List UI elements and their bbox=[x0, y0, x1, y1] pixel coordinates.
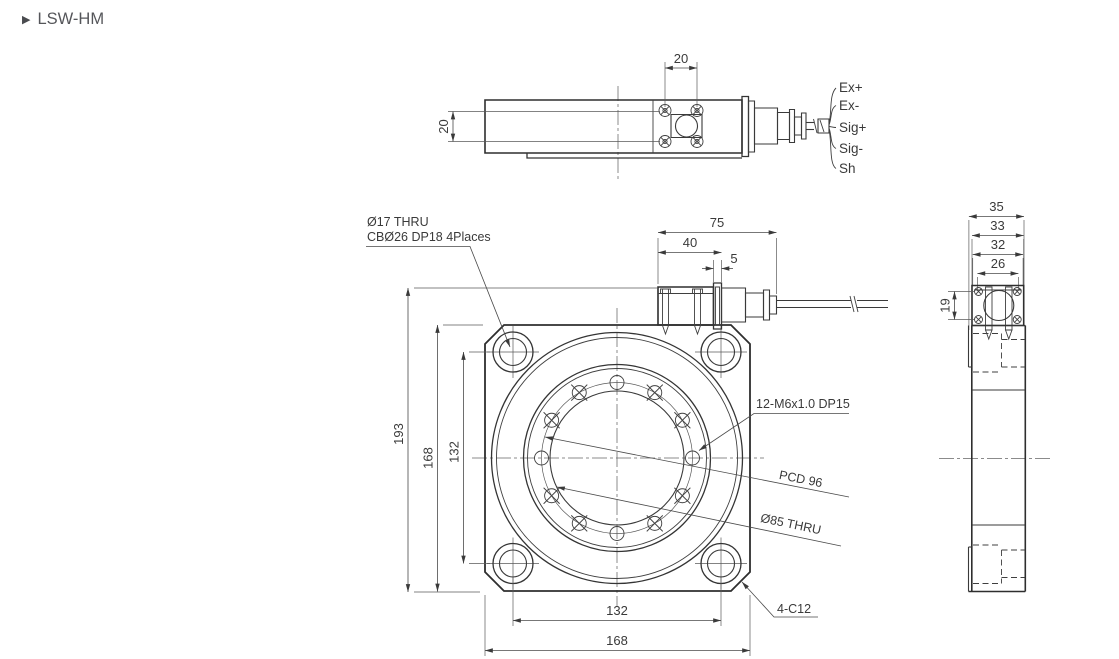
annotation-tapped-holes: 12-M6x1.0 DP15 bbox=[756, 397, 850, 411]
top-view-dimensions: 20 20 bbox=[436, 51, 697, 142]
annotation-corner-hole-2: CBØ26 DP18 4Places bbox=[367, 230, 491, 244]
front-plate bbox=[485, 325, 750, 591]
annotation-bore: Ø85 THRU bbox=[759, 511, 822, 537]
wire-fan: Ex+ Ex- Sig+ Sig- Sh bbox=[829, 80, 867, 176]
top-view-connector bbox=[742, 97, 829, 157]
top-view: Ex+ Ex- Sig+ Sig- Sh 20 20 bbox=[436, 51, 867, 179]
knurled-ring-front bbox=[722, 288, 746, 322]
wire-label-ex-minus: Ex- bbox=[839, 98, 859, 113]
annotation-corner-hole-1: Ø17 THRU bbox=[367, 215, 429, 229]
page-title: ▶ LSW-HM bbox=[22, 10, 104, 29]
dim-35: 35 bbox=[989, 199, 1003, 214]
dim-33: 33 bbox=[990, 218, 1004, 233]
wire-label-sig-minus: Sig- bbox=[839, 141, 863, 156]
front-annotations: Ø17 THRU CBØ26 DP18 4Places 12-M6x1.0 DP… bbox=[366, 215, 850, 617]
dim-5: 5 bbox=[730, 251, 737, 266]
pitch-circle bbox=[542, 383, 693, 534]
top-view-base-step bbox=[527, 153, 742, 158]
side-body bbox=[969, 326, 1026, 592]
wire-label-sh: Sh bbox=[839, 161, 856, 176]
dim-32: 32 bbox=[991, 237, 1005, 252]
side-hidden-lines bbox=[973, 334, 1025, 584]
front-bottom-dimensions: 132 168 bbox=[485, 576, 750, 656]
side-top-dimensions: 35 33 32 26 bbox=[969, 199, 1024, 330]
top-view-body bbox=[485, 100, 742, 153]
side-dim-19: 19 bbox=[938, 292, 975, 320]
title-arrow-icon: ▶ bbox=[22, 14, 31, 26]
annotation-chamfer: 4-C12 bbox=[777, 602, 811, 616]
dim-75: 75 bbox=[710, 215, 724, 230]
dim-168-left: 168 bbox=[421, 447, 436, 469]
dim-132-bottom: 132 bbox=[606, 603, 628, 618]
dim-26: 26 bbox=[991, 256, 1005, 271]
center-bore bbox=[550, 391, 684, 525]
dim-20-horizontal: 20 bbox=[674, 51, 688, 66]
wire-label-ex-plus: Ex+ bbox=[839, 80, 863, 95]
cable-end bbox=[818, 119, 829, 133]
wire-label-sig-plus: Sig+ bbox=[839, 120, 867, 135]
side-block-screws bbox=[975, 288, 1022, 324]
annotation-pcd: PCD 96 bbox=[778, 468, 824, 490]
model-name: LSW-HM bbox=[37, 10, 105, 28]
top-view-screws bbox=[659, 105, 703, 148]
dim-168-bottom: 168 bbox=[606, 633, 628, 648]
dim-20-vertical: 20 bbox=[436, 119, 451, 133]
dim-19: 19 bbox=[938, 298, 953, 312]
front-connector bbox=[658, 283, 888, 334]
front-view: 75 40 5 193 168 132 bbox=[366, 215, 888, 656]
side-connector-circle bbox=[984, 291, 1014, 321]
front-left-dimensions: 193 168 132 bbox=[391, 288, 658, 592]
front-top-dimensions: 75 40 5 bbox=[658, 215, 777, 294]
outer-circle bbox=[492, 333, 743, 584]
tapped-holes bbox=[535, 376, 700, 541]
dim-132-left: 132 bbox=[447, 441, 462, 463]
dim-193: 193 bbox=[391, 423, 406, 445]
dim-40: 40 bbox=[683, 235, 697, 250]
side-connector-block bbox=[972, 286, 1024, 340]
knurled-ring bbox=[755, 108, 778, 144]
side-view: 35 33 32 26 bbox=[938, 199, 1052, 592]
